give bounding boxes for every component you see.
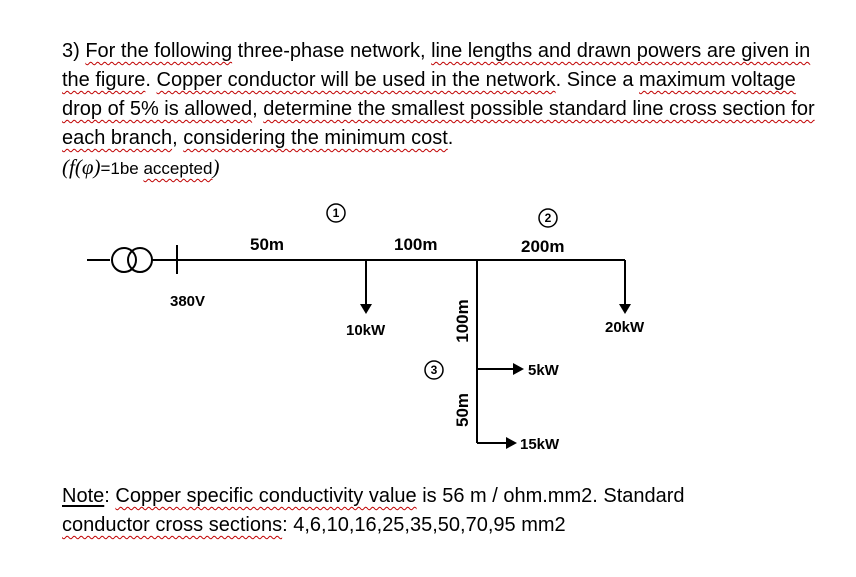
length-label-1-to-junction: 100m [394, 235, 437, 254]
node-marker-1 [326, 203, 346, 223]
problem-text: , [252, 98, 264, 120]
note-label: Note [62, 485, 105, 507]
node-marker-3 [424, 360, 444, 380]
transformer-coil-2 [127, 247, 153, 273]
node-marker-2 [538, 208, 558, 228]
voltage-label: 380V [170, 293, 205, 310]
arrow-down-icon [619, 304, 631, 314]
note-text: conductor cross sections [62, 514, 283, 536]
problem-text: three-phase network, [232, 40, 432, 62]
formula-eq: =1be [100, 159, 144, 178]
node-label-1: 1 [333, 206, 340, 220]
problem-text: For the following [85, 40, 233, 62]
problem-text: line lengths and drawn powers are given … [62, 40, 811, 91]
problem-text: determine the smallest possible standard… [62, 98, 815, 149]
length-label-junction-to-3: 100m [453, 299, 472, 342]
load-label-20kw: 20kW [605, 319, 645, 336]
formula-close: ) [212, 155, 220, 179]
formula: (f(φ)=1be accepted) [62, 155, 219, 179]
note-text: is 56 m / ohm.mm2. Standard [416, 485, 685, 507]
transformer-coil-1 [111, 247, 137, 273]
note-text: : 4,6,10,16,25,35,50,70,95 mm2 [282, 514, 566, 536]
note-text: : [104, 485, 116, 507]
node-label-2: 2 [545, 211, 552, 225]
problem-statement: 3) For the following three-phase network… [62, 37, 832, 183]
problem-text: , [172, 127, 184, 149]
length-label-3-to-end: 50m [453, 393, 472, 427]
length-label-source-to-1: 50m [250, 235, 284, 254]
arrow-right-icon [513, 363, 524, 375]
problem-number: 3) [62, 40, 86, 62]
formula-f: f(φ) [69, 155, 101, 179]
problem-text: . [447, 127, 454, 149]
problem-text: Copper conductor will be used in the net… [156, 69, 556, 91]
length-label-junction-to-2: 200m [521, 237, 564, 256]
node-label-3: 3 [431, 363, 438, 377]
load-label-15kw: 15kW [520, 436, 560, 453]
note-paragraph: Note: Copper specific conductivity value… [62, 482, 822, 540]
formula-accepted: accepted [143, 159, 213, 178]
problem-text: . Since a [555, 69, 640, 91]
problem-text: considering the minimum cost [183, 127, 448, 149]
problem-text: maximum voltage drop of 5% is allowed [62, 69, 796, 120]
load-label-5kw: 5kW [528, 362, 560, 379]
arrow-right-icon [506, 437, 517, 449]
note-text: Copper specific conductivity value [115, 485, 417, 507]
arrow-down-icon [360, 304, 372, 314]
formula-open: ( [62, 155, 69, 179]
load-label-10kw: 10kW [346, 322, 386, 339]
problem-text: . [145, 69, 157, 91]
